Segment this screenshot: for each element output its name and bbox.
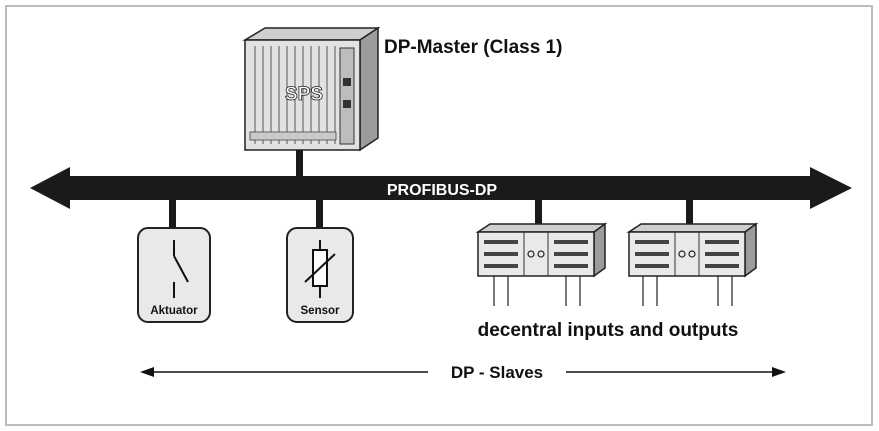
bus-line-arrow (30, 167, 852, 209)
plc-rack (242, 26, 381, 152)
master-title: DP-Master (Class 1) (384, 37, 562, 58)
actuator-bus-stub (169, 200, 176, 228)
switch-icon (173, 255, 189, 283)
io-module-2-bus-stub (686, 200, 693, 224)
slaves-range-label: DP - Slaves (451, 363, 543, 382)
plc-label: SPS (285, 84, 323, 105)
sensor-label: Sensor (301, 305, 341, 317)
bus-label: PROFIBUS-DP (387, 182, 498, 199)
sensor-bus-stub (316, 200, 323, 228)
io-module-1 (475, 222, 608, 306)
sensor-device (286, 227, 354, 323)
io-module-1-bus-stub (535, 200, 542, 224)
actuator-device (137, 227, 211, 323)
slaves-range-arrow (140, 367, 786, 377)
io-module-2 (626, 222, 759, 306)
master-bus-stub (296, 150, 303, 176)
io-caption: decentral inputs and outputs (478, 320, 739, 341)
diagram-frame (5, 5, 873, 426)
actuator-label: Aktuator (150, 305, 198, 317)
